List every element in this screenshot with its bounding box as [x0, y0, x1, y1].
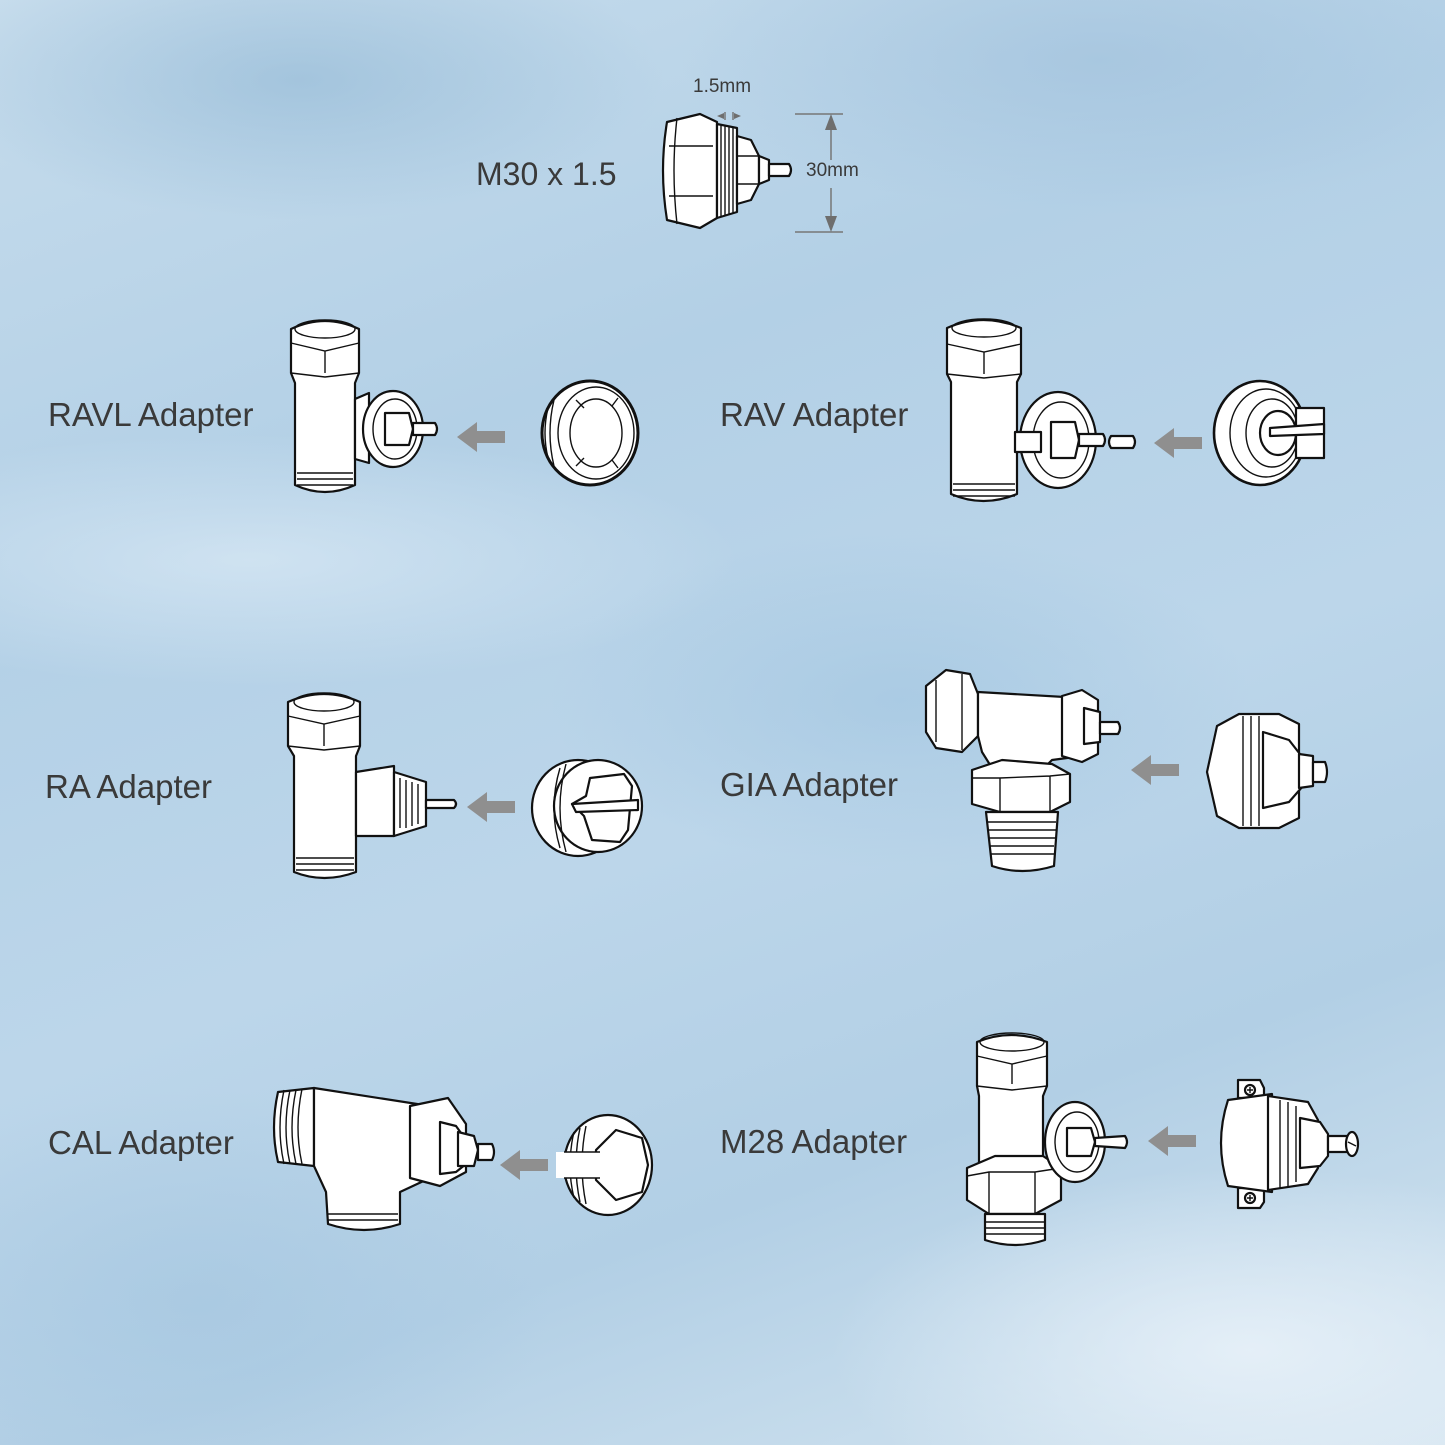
cal-adapter-ring — [556, 1113, 654, 1217]
ra-arrow-icon — [467, 792, 515, 822]
adapter-label-cal: CAL Adapter — [48, 1124, 234, 1161]
m28-valve-body — [965, 1032, 1129, 1247]
thread-spec-label: M30 x 1.5 — [476, 156, 617, 192]
adapter-label-m28: M28 Adapter — [720, 1123, 908, 1160]
ravl-adapter-ring — [540, 379, 640, 487]
m28-adapter-ring — [1219, 1078, 1360, 1210]
gia-adapter-ring — [1205, 712, 1329, 830]
ravl-arrow-icon — [457, 422, 505, 452]
adapter-label-rav: RAV Adapter — [720, 396, 909, 433]
rav-adapter-ring — [1212, 379, 1326, 487]
m30-adapter-illustration — [661, 112, 843, 233]
adapter-label-ravl: RAVL Adapter — [48, 396, 254, 433]
adapter-label-gia: GIA Adapter — [720, 766, 898, 803]
cal-arrow-icon — [500, 1150, 548, 1180]
diameter-dimension-label: 30mm — [806, 160, 859, 181]
m28-arrow-icon — [1148, 1126, 1196, 1156]
rav-arrow-icon — [1154, 428, 1202, 458]
pitch-dimension-label: 1.5mm — [693, 76, 752, 97]
gia-valve-body — [924, 668, 1122, 873]
rav-valve-body — [945, 318, 1137, 503]
gia-arrow-icon — [1131, 755, 1179, 785]
cal-valve-body — [272, 1086, 496, 1232]
adapter-label-ra: RA Adapter — [45, 768, 212, 805]
ra-valve-body — [286, 692, 458, 880]
ravl-valve-body — [289, 319, 439, 494]
ra-adapter-ring — [530, 758, 644, 858]
